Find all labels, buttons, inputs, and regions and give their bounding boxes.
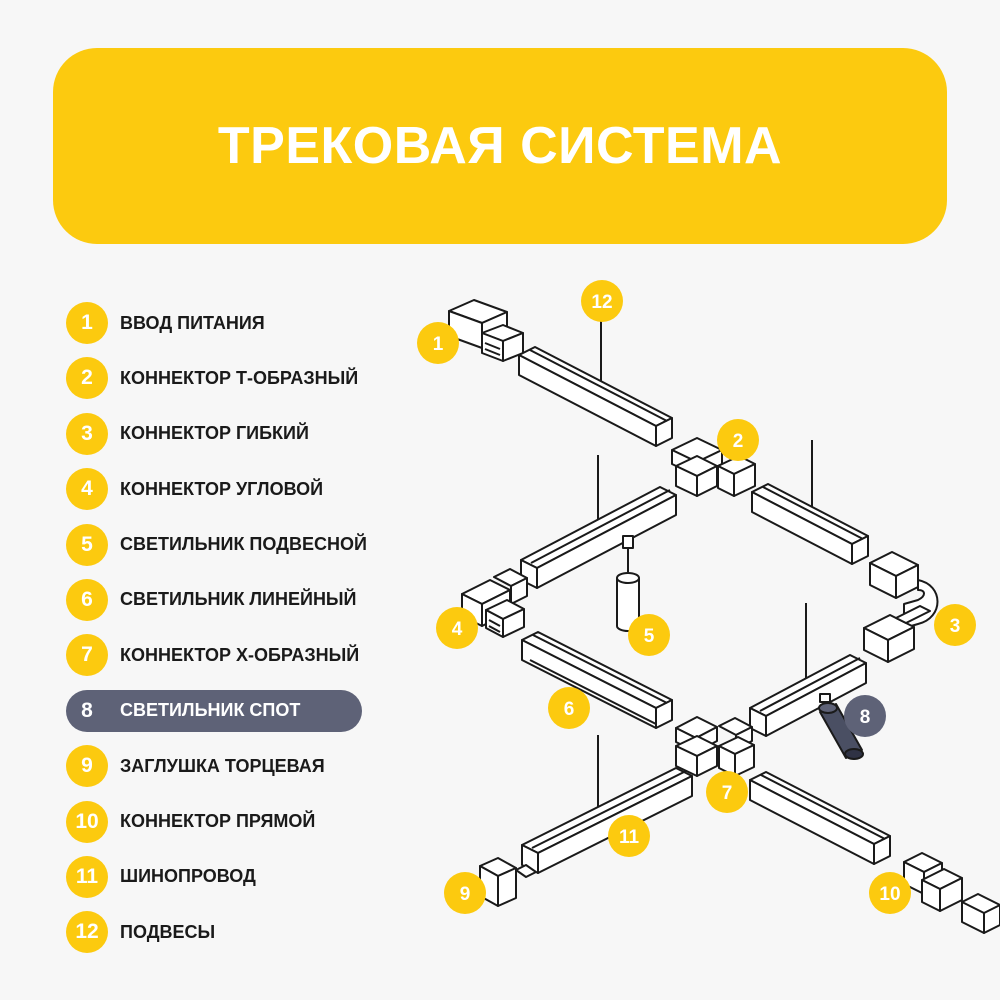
legend-item-9: 9 ЗАГЛУШКА ТОРЦЕВАЯ: [66, 745, 406, 788]
callout-5: 5: [628, 614, 670, 656]
callout-6-label: 6: [564, 699, 575, 720]
legend-item-8-highlighted: 8 СВЕТИЛЬНИК СПОТ: [66, 689, 362, 732]
callout-4: 4: [436, 607, 478, 649]
legend-item-2: 2 КОННЕКТОР Т-ОБРАЗНЫЙ: [66, 357, 406, 400]
legend-badge: 11: [66, 855, 108, 898]
legend-badge: 2: [66, 357, 108, 400]
callout-7: 7: [706, 771, 748, 813]
power-input: [448, 299, 524, 362]
legend-badge: 4: [66, 468, 108, 511]
legend-item-12: 12 ПОДВЕСЫ: [66, 911, 406, 954]
legend-label: КОННЕКТОР Т-ОБРАЗНЫЙ: [120, 367, 359, 388]
track-lower-left-linear-light: [521, 631, 673, 729]
callouts: 1 12 2 3 4 5 6 8 7 11 9 10: [417, 280, 976, 914]
legend-label: ПОДВЕСЫ: [120, 921, 216, 942]
callout-2-label: 2: [733, 431, 744, 452]
legend-label: ВВОД ПИТАНИЯ: [120, 312, 265, 333]
callout-8: 8: [844, 695, 886, 737]
legend-item-10: 10 КОННЕКТОР ПРЯМОЙ: [66, 800, 406, 843]
legend-badge: 5: [66, 523, 108, 566]
legend-badge: 6: [66, 578, 108, 621]
legend-label: СВЕТИЛЬНИК СПОТ: [120, 700, 301, 721]
callout-3: 3: [934, 604, 976, 646]
callout-9: 9: [444, 872, 486, 914]
title-banner: ТРЕКОВАЯ СИСТЕМА: [53, 48, 947, 244]
callout-6: 6: [548, 687, 590, 729]
legend-item-6: 6 СВЕТИЛЬНИК ЛИНЕЙНЫЙ: [66, 578, 406, 621]
legend-badge: 7: [66, 634, 108, 677]
legend-item-7: 7 КОННЕКТОР Х-ОБРАЗНЫЙ: [66, 634, 406, 677]
callout-12: 12: [581, 280, 623, 322]
page-title: ТРЕКОВАЯ СИСТЕМА: [217, 117, 783, 175]
spot-light: [818, 693, 864, 760]
legend-item-4: 4 КОННЕКТОР УГЛОВОЙ: [66, 468, 406, 511]
legend-badge: 9: [66, 745, 108, 788]
callout-1-label: 1: [433, 334, 444, 355]
legend-label: КОННЕКТОР Х-ОБРАЗНЫЙ: [120, 644, 360, 665]
legend-label: КОННЕКТОР УГЛОВОЙ: [120, 478, 324, 499]
callout-5-label: 5: [644, 626, 655, 647]
legend-item-11: 11 ШИНОПРОВОД: [66, 855, 406, 898]
callout-2: 2: [717, 419, 759, 461]
track-far-right: [961, 893, 1000, 934]
callout-9-label: 9: [460, 884, 471, 905]
legend-badge: 8: [81, 698, 93, 722]
legend-label: СВЕТИЛЬНИК ПОДВЕСНОЙ: [120, 534, 367, 555]
end-cap: [479, 857, 537, 907]
callout-4-label: 4: [452, 619, 463, 640]
callout-12-label: 12: [591, 292, 612, 313]
corner-connector: [461, 568, 528, 638]
legend-item-1: 1 ВВОД ПИТАНИЯ: [66, 302, 406, 344]
suspension-wires: [597, 318, 813, 810]
legend-badge: 12: [66, 911, 108, 954]
callout-11: 11: [608, 815, 650, 857]
legend-label: ШИНОПРОВОД: [120, 866, 256, 887]
straight-connector: [903, 852, 963, 912]
legend-badge: 10: [66, 800, 108, 843]
legend-item-3: 3 КОННЕКТОР ГИБКИЙ: [66, 412, 406, 455]
callout-7-label: 7: [722, 783, 733, 804]
track-upper-left: [518, 346, 673, 447]
track-lower-right: [749, 654, 867, 737]
track-bottom-left: [521, 767, 693, 874]
callout-11-label: 11: [619, 827, 640, 848]
legend-label: КОННЕКТОР ПРЯМОЙ: [120, 811, 316, 832]
callout-8-label: 8: [860, 707, 871, 728]
track-bottom-right: [749, 771, 891, 865]
callout-10-label: 10: [879, 884, 900, 905]
callout-10: 10: [869, 872, 911, 914]
t-connector: [671, 437, 756, 497]
legend-badge: 3: [66, 412, 108, 455]
legend-label: СВЕТИЛЬНИК ЛИНЕЙНЫЙ: [120, 589, 357, 610]
legend-label: ЗАГЛУШКА ТОРЦЕВАЯ: [120, 755, 325, 776]
track-mid-right: [751, 483, 869, 565]
legend-badge: 1: [66, 302, 108, 344]
callout-3-label: 3: [950, 616, 961, 637]
callout-1: 1: [417, 322, 459, 364]
legend-label: КОННЕКТОР ГИБКИЙ: [120, 423, 309, 444]
x-connector: [675, 716, 755, 777]
legend-item-5: 5 СВЕТИЛЬНИК ПОДВЕСНОЙ: [66, 523, 406, 566]
flexible-connector: [863, 551, 939, 663]
